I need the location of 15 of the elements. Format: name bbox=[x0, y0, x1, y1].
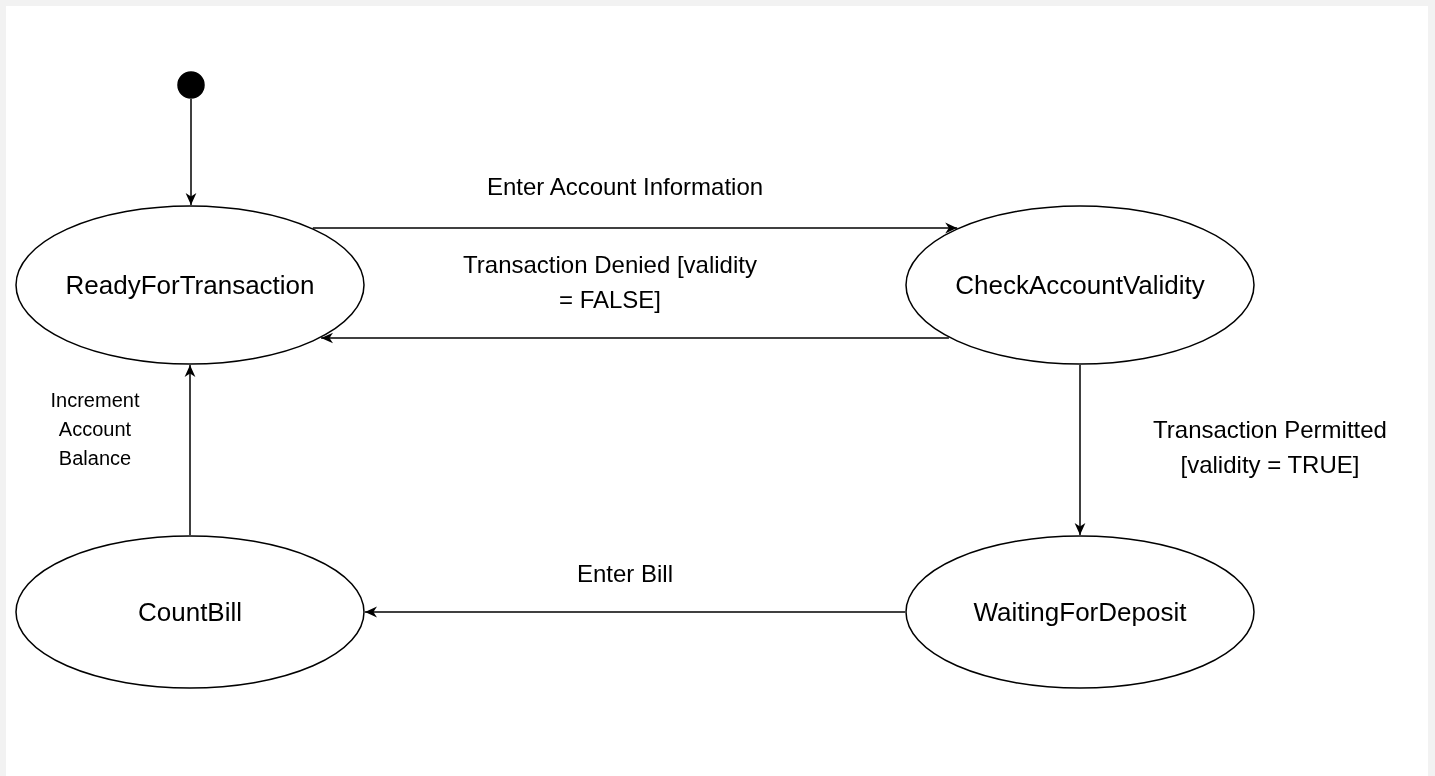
transition-label: Enter Bill bbox=[575, 559, 674, 589]
transition-label: Increment Account Balance bbox=[49, 388, 141, 471]
transition-label: Transaction Denied [validity = FALSE] bbox=[462, 250, 758, 315]
transition-arrow bbox=[312, 222, 958, 234]
transition-label: Transaction Permitted [validity = TRUE] bbox=[1152, 415, 1388, 480]
transition-label: Enter Account Information bbox=[485, 172, 765, 202]
state-name: WaitingForDeposit bbox=[973, 596, 1187, 628]
transition-arrow bbox=[320, 332, 950, 344]
state-name: ReadyForTransaction bbox=[65, 269, 315, 301]
state-name: CheckAccountValidity bbox=[955, 269, 1205, 301]
transition-arrow bbox=[1074, 364, 1086, 536]
transition-arrow bbox=[185, 98, 197, 206]
transition-arrow bbox=[184, 364, 196, 536]
state-name: CountBill bbox=[137, 596, 243, 628]
transition-arrow bbox=[364, 606, 906, 618]
